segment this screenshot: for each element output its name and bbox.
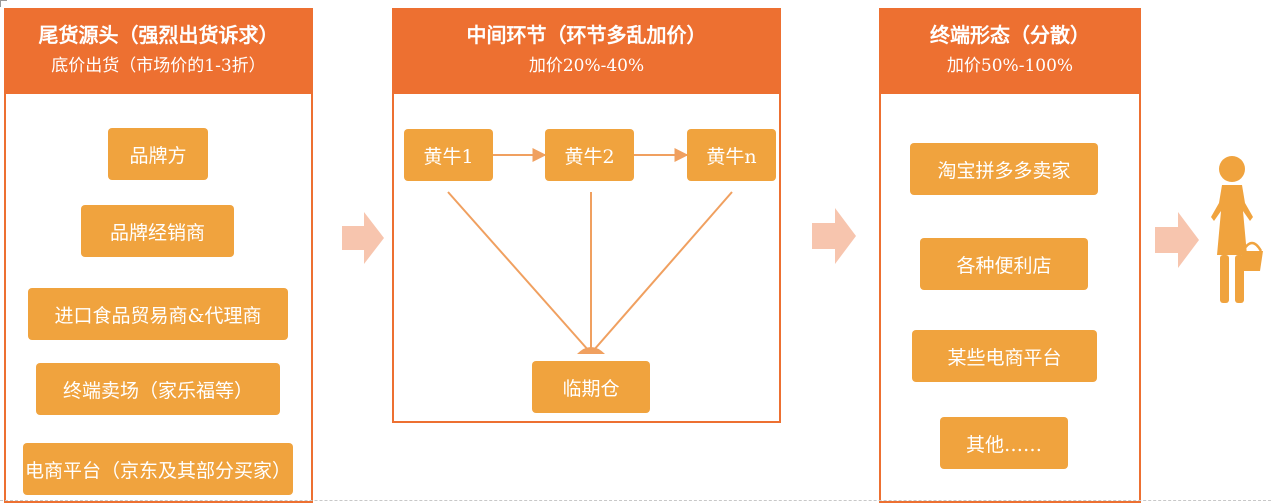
- middle-node-1: 黄牛1: [404, 129, 493, 181]
- terminal-item-other: 其他……: [940, 417, 1068, 469]
- terminal-item-taobao-pdd: 淘宝拼多多卖家: [910, 143, 1098, 195]
- corner-mark: [0, 0, 7, 7]
- middle-node-n: 黄牛n: [687, 129, 776, 181]
- flow-arrow-icon: [1155, 212, 1199, 268]
- source-title: 尾货源头（强烈出货诉求）: [38, 23, 279, 47]
- middle-header: 中间环节（环节多乱加价） 加价20%-40%: [392, 8, 781, 94]
- source-item-import-trader: 进口食品贸易商&代理商: [28, 288, 288, 340]
- source-subtitle: 底价出货（市场价的1-3折）: [51, 56, 266, 76]
- source-item-ecommerce: 电商平台（京东及其部分买家）: [23, 443, 293, 495]
- flow-arrow-icon: [342, 212, 384, 264]
- source-item-terminal-store: 终端卖场（家乐福等）: [36, 363, 280, 415]
- terminal-title: 终端形态（分散）: [930, 23, 1090, 47]
- middle-title: 中间环节（环节多乱加价）: [466, 23, 707, 47]
- edge-node1-warehouse: [447, 191, 590, 352]
- page-bottom-border: [0, 500, 1271, 501]
- source-item-brand: 品牌方: [108, 128, 208, 180]
- shopper-person-icon: [1211, 156, 1263, 303]
- terminal-subtitle: 加价50%-100%: [946, 56, 1074, 76]
- middle-node-2: 黄牛2: [545, 129, 634, 181]
- middle-subtitle: 加价20%-40%: [528, 56, 645, 76]
- terminal-item-ecommerce: 某些电商平台: [912, 330, 1097, 382]
- middle-warehouse: 临期仓: [532, 361, 650, 413]
- source-item-brand-distributor: 品牌经销商: [81, 205, 234, 257]
- terminal-header: 终端形态（分散） 加价50%-100%: [879, 8, 1141, 94]
- edge-noden-warehouse: [592, 191, 733, 352]
- terminal-item-convenience-store: 各种便利店: [920, 238, 1088, 290]
- flow-arrow-icon: [812, 208, 856, 264]
- source-header: 尾货源头（强烈出货诉求） 底价出货（市场价的1-3折）: [4, 8, 313, 94]
- warehouse-arrowhead: [577, 347, 605, 354]
